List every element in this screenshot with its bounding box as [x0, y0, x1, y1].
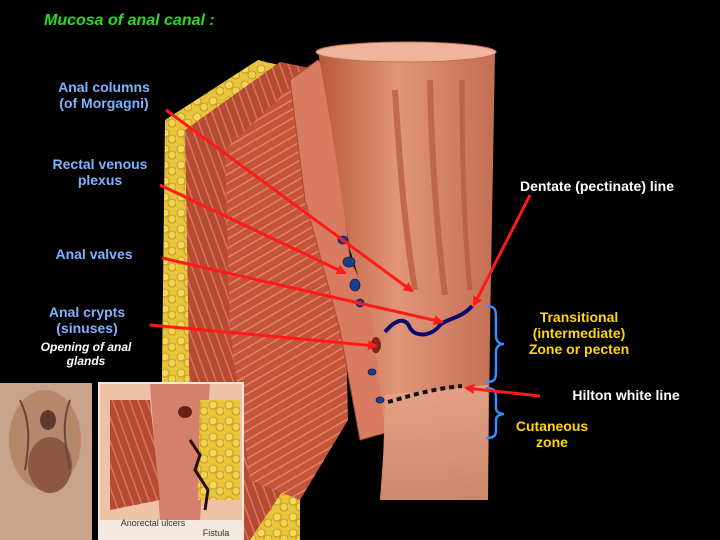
- anorectal-ulcers-inset: [98, 382, 244, 540]
- label-transitional-line2: (intermediate): [532, 325, 626, 342]
- label-opening-of-anal-glands: Opening of anal glands: [18, 340, 154, 369]
- label-transitional-line1: Transitional: [539, 309, 619, 325]
- label-anal-columns: Anal columns (of Morgagni): [36, 79, 172, 111]
- arrow-anal-columns: [165, 108, 414, 293]
- label-anal-crypts-line1: Anal crypts: [48, 304, 126, 320]
- label-rectal-venous-plexus: Rectal venous plexus: [30, 156, 170, 188]
- label-opening-line1: Opening of anal: [40, 340, 132, 354]
- arrow-hilton: [464, 383, 541, 398]
- label-anal-crypts: Anal crypts (sinuses): [22, 304, 152, 336]
- transitional-zone-brace: [485, 304, 505, 384]
- label-anal-columns-line2: (of Morgagni): [59, 95, 149, 112]
- label-cutaneous-line1: Cutaneous: [515, 418, 589, 434]
- label-transitional-zone: Transitional (intermediate) Zone or pect…: [504, 309, 654, 357]
- label-hilton-white-line: Hilton white line: [572, 387, 680, 403]
- label-dentate-line: Dentate (pectinate) line: [519, 178, 675, 194]
- arrow-anal-valves: [161, 256, 444, 326]
- inset-label-fistula: Fistula: [202, 528, 230, 538]
- label-anal-columns-line1: Anal columns: [58, 79, 150, 95]
- dentate-line-curve: [383, 304, 474, 337]
- hilton-line-dots: [387, 384, 463, 404]
- label-opening-line2: glands: [66, 353, 106, 368]
- arrow-dentate: [472, 194, 532, 307]
- label-cutaneous-zone: Cutaneous zone: [498, 418, 606, 450]
- label-anal-crypts-line2: (sinuses): [56, 320, 118, 337]
- clinical-photo-inset: [0, 383, 92, 540]
- inset-label-anorectal-ulcers: Anorectal ulcers: [120, 518, 186, 528]
- cutaneous-zone-brace: [485, 386, 505, 440]
- label-anal-valves: Anal valves: [55, 246, 133, 262]
- label-cutaneous-line2: zone: [536, 434, 568, 451]
- arrow-rectal-venous: [159, 183, 347, 275]
- page-title: Mucosa of anal canal :: [44, 12, 215, 29]
- label-transitional-line3: Zone or pecten: [528, 341, 630, 358]
- label-rectal-venous-line1: Rectal venous: [52, 156, 148, 172]
- label-rectal-venous-line2: plexus: [77, 172, 123, 189]
- arrow-anal-crypts: [149, 323, 378, 351]
